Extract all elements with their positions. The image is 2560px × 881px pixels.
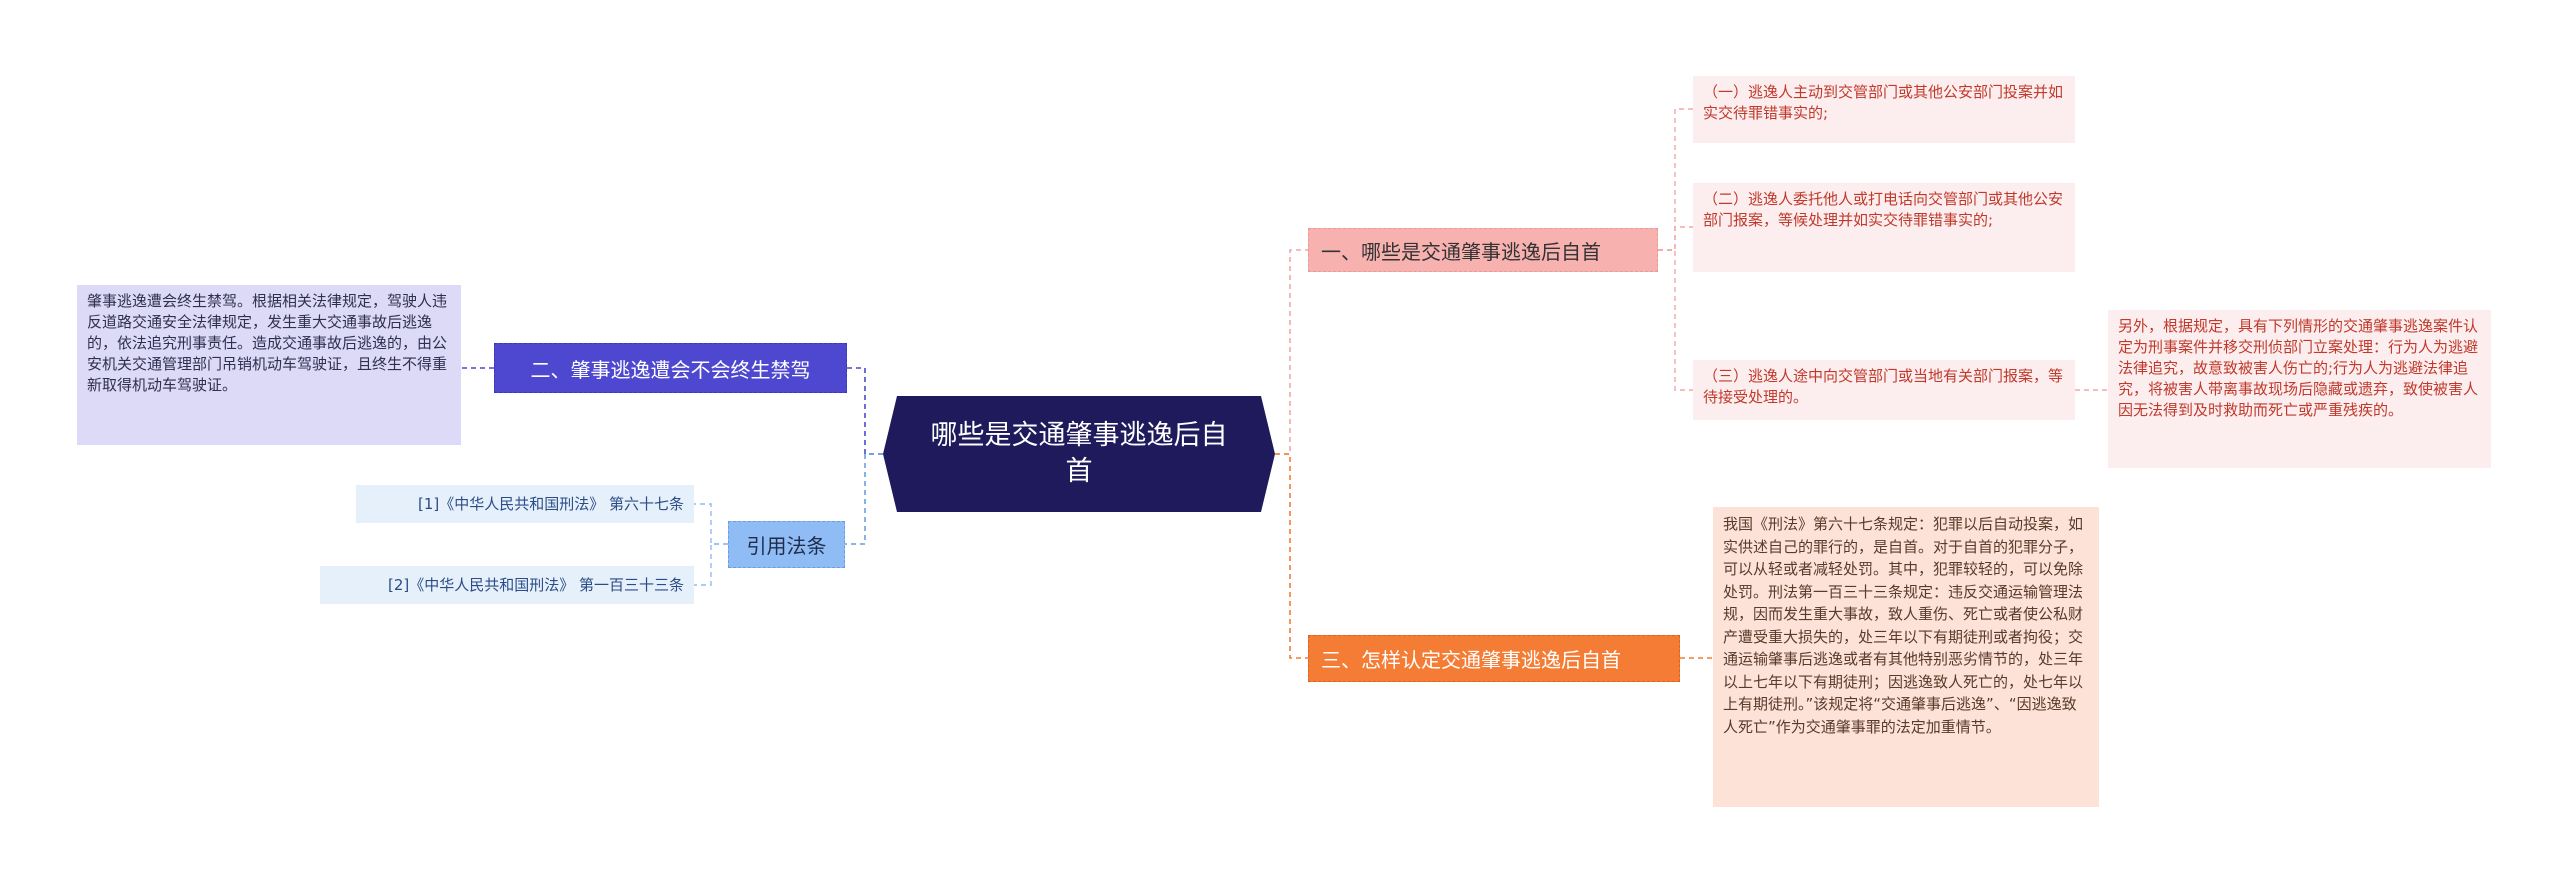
reference-item-2-text: [2]《中华人民共和国刑法》 第一百三十三条 <box>387 575 684 594</box>
link-root-b1 <box>1275 249 1308 455</box>
branch-1-topic[interactable]: 一、哪些是交通肇事逃逸后自首 <box>1308 228 1658 272</box>
branch-2-topic[interactable]: 二、肇事逃逸遭会不会终生禁驾 <box>494 343 847 393</box>
branch-3-label: 三、怎样认定交通肇事逃逸后自首 <box>1321 648 1621 672</box>
branch-1-item-3[interactable]: （三）逃逸人途中向交管部门或当地有关部门报案，等待接受处理的。 <box>1693 360 2075 420</box>
reference-item-1[interactable]: [1]《中华人民共和国刑法》 第六十七条 <box>356 485 694 523</box>
root-topic-label: 哪些是交通肇事逃逸后自首 <box>930 420 1228 487</box>
link-b1-l3 <box>1658 249 1693 391</box>
reference-item-2[interactable]: [2]《中华人民共和国刑法》 第一百三十三条 <box>320 566 694 604</box>
reference-item-1-text: [1]《中华人民共和国刑法》 第六十七条 <box>417 494 684 513</box>
link-b1-l1 <box>1658 108 1693 251</box>
references-topic[interactable]: 引用法条 <box>728 521 845 568</box>
branch-2-note[interactable]: 肇事逃逸遭会终生禁驾。根据相关法律规定，驾驶人违反道路交通安全法律规定，发生重大… <box>77 285 461 445</box>
link-root-refs <box>845 453 883 545</box>
link-refs-l8 <box>694 543 728 586</box>
branch-1-item-1[interactable]: （一）逃逸人主动到交管部门或其他公安部门投案并如实交待罪错事实的; <box>1693 76 2075 143</box>
branch-1-item-2[interactable]: （二）逃逸人委托他人或打电话向交管部门或其他公安部门报案，等候处理并如实交待罪错… <box>1693 183 2075 272</box>
link-root-b3 <box>1275 453 1308 659</box>
branch-1-label: 一、哪些是交通肇事逃逸后自首 <box>1321 239 1601 264</box>
branch-3-topic[interactable]: 三、怎样认定交通肇事逃逸后自首 <box>1308 635 1680 682</box>
root-topic[interactable]: 哪些是交通肇事逃逸后自首 <box>883 396 1275 512</box>
link-refs-l7 <box>694 503 728 545</box>
branch-3-note[interactable]: 我国《刑法》第六十七条规定：犯罪以后自动投案，如实供述自己的罪行的，是自首。对于… <box>1713 507 2099 807</box>
branch-1-item-3-note[interactable]: 另外，根据规定，具有下列情形的交通肇事逃逸案件认定为刑事案件并移交刑侦部门立案处… <box>2108 310 2491 468</box>
link-b1-l2 <box>1658 226 1693 251</box>
references-label: 引用法条 <box>746 534 827 558</box>
link-root-b2 <box>847 367 883 455</box>
branch-2-label: 二、肇事逃逸遭会不会终生禁驾 <box>530 357 811 382</box>
